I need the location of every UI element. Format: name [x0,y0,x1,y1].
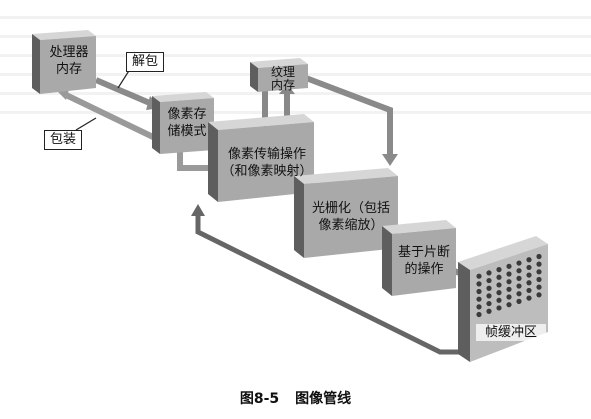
framebuffer-pixel [496,274,502,280]
framebuffer-pixel [506,279,512,285]
texture-to-raster-arrowhead [382,154,398,166]
framebuffer-pixel [486,285,492,291]
block-framebuffer [458,236,548,362]
framebuffer-pixel [516,268,522,274]
framebuffer-pixel [526,287,532,294]
label-pixel-storage: 像素存 储模式 [167,107,207,139]
framebuffer-pixel [536,276,542,283]
block-pixel-transfer [208,114,314,202]
framebuffer-pixel [486,300,492,307]
framebuffer-pixel [506,263,512,269]
framebuffer-pixel [536,261,542,267]
framebuffer-pixel-grid [476,253,542,318]
label-fragment-ops: 基于片断 的操作 [397,245,450,277]
framebuffer-pixel [476,296,482,302]
label-processor-memory: 处理器 内存 [49,45,89,77]
texture-to-raster-band [304,75,393,156]
framebuffer-pixel [476,304,482,310]
framebuffer-pixel [476,273,482,279]
figure-title: 图像管线 [295,391,352,407]
framebuffer-pixel [526,257,532,263]
framebuffer-pixel [476,281,482,287]
figure-caption: 图8-5 图像管线 [0,388,591,408]
callout-unpack: 解包 [126,52,165,72]
framebuffer-loop-arrowhead [191,204,205,216]
framebuffer-pixel [526,280,532,286]
framebuffer-pixel [516,291,522,297]
framebuffer-pixel [486,293,492,299]
figure-number: 图8-5 [239,391,280,407]
framebuffer-pixel [526,295,532,301]
label-pixel-transfer: 像素传输操作 （和像素映射） [221,147,313,179]
callout-pack: 包装 [44,130,83,150]
framebuffer-pixel [506,271,512,277]
block-pixel-storage [152,92,214,154]
framebuffer-pixel [476,288,482,295]
unpack-band [94,77,154,107]
framebuffer-pixel [536,269,542,275]
framebuffer-pixel [506,302,512,308]
pack-return-path [62,91,210,171]
framebuffer-pixel [496,305,502,311]
block-rasterization [294,168,398,258]
framebuffer-pixel [516,275,522,281]
framebuffer-pixel [536,292,542,298]
framebuffer-pixel [506,286,512,292]
block-fragment-ops [382,220,456,296]
framebuffer-pixel [536,284,542,290]
label-texture-memory: 纹理 内存 [270,65,295,92]
framebuffer-pixel [506,294,512,300]
block-texture-memory [250,58,308,92]
framebuffer-pixel [486,308,492,314]
framebuffer-pixel [496,282,502,288]
framebuffer-pixel [476,311,482,318]
framebuffer-pixel [496,267,502,273]
pack-leader [75,117,97,131]
framebuffer-pixel [526,264,532,271]
block-processor-memory [32,30,96,94]
framebuffer-pixel [516,298,522,304]
framebuffer-pixel [486,270,492,276]
framebuffer-pixel [536,253,542,260]
framebuffer-pixel [516,260,522,266]
framebuffer-pixel [496,297,502,303]
framebuffer-pixel [516,283,522,289]
framebuffer-pixel [526,272,532,278]
label-rasterization: 光栅化（包括 像素缩放） [311,201,390,233]
label-framebuffer: 帧缓冲区 [476,324,546,341]
framebuffer-pixel [486,277,492,284]
framebuffer-pixel [496,290,502,296]
framebuffer-loop [195,214,470,355]
